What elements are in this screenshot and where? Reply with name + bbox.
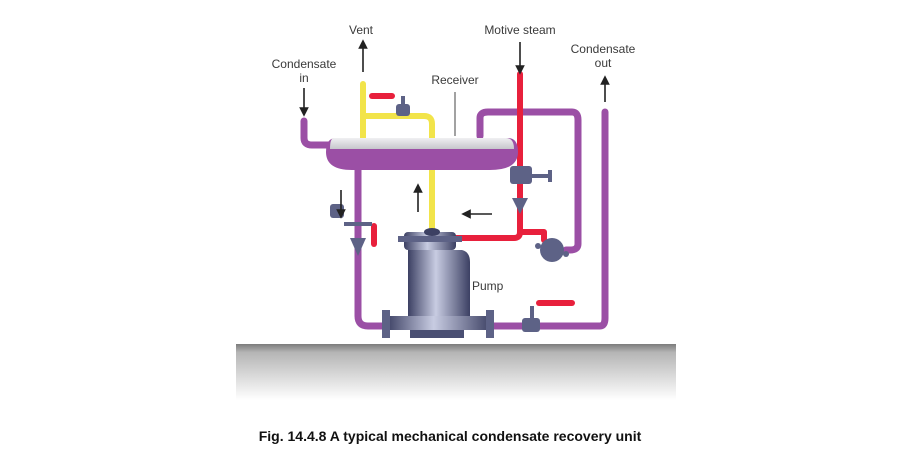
steam-trap-icon xyxy=(535,238,569,262)
receiver-vessel xyxy=(326,138,518,170)
steam-strainer-icon xyxy=(512,198,528,214)
condensate-out-label-line2: out xyxy=(595,56,612,70)
ground-floor xyxy=(236,344,676,400)
pump-label: Pump xyxy=(472,279,504,293)
motive-steam-label: Motive steam xyxy=(484,23,555,37)
return-valve-icon xyxy=(330,204,372,226)
vent-label: Vent xyxy=(349,23,374,37)
pump-body xyxy=(382,228,494,338)
outlet-valve-icon xyxy=(522,306,540,332)
condensate-in-label-line2: in xyxy=(299,71,308,85)
flow-arrows xyxy=(299,39,610,219)
vent-valve-icon xyxy=(396,96,410,116)
vent-pipes xyxy=(360,81,435,235)
steam-pipes xyxy=(369,71,575,306)
receiver-label: Receiver xyxy=(431,73,478,87)
condensate-pipes xyxy=(300,108,609,330)
condensate-out-label-line1: Condensate xyxy=(571,42,636,56)
condensate-in-label-line1: Condensate xyxy=(272,57,337,71)
figure-caption: Fig. 14.4.8 A typical mechanical condens… xyxy=(258,428,642,444)
strainer-icon xyxy=(350,238,366,256)
steam-valve-icon xyxy=(510,166,552,184)
